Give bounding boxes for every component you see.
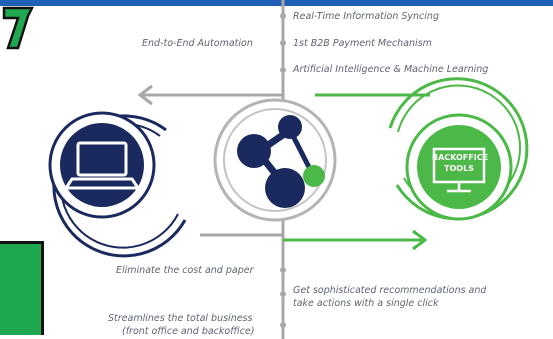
label-b2b-payment: 1st B2B Payment Mechanism bbox=[293, 38, 432, 49]
top-arrow-head bbox=[137, 84, 153, 106]
center-node bbox=[213, 98, 337, 222]
label-recommendations-line1: Get sophisticated recommendations and bbox=[293, 285, 487, 296]
right-node bbox=[388, 77, 529, 221]
backoffice-line: BACKOFFICE bbox=[432, 153, 489, 162]
backoffice-tools-label: BACKOFFICE TOOLS bbox=[432, 152, 489, 174]
left-node bbox=[48, 111, 187, 258]
label-ai-ml: Artificial Intelligence & Machine Learni… bbox=[293, 64, 489, 75]
corner-logo-mark bbox=[2, 6, 34, 50]
top-accent-bar bbox=[0, 0, 553, 6]
label-end-to-end: End-to-End Automation bbox=[142, 38, 253, 49]
bottom-arrow-head bbox=[412, 229, 428, 251]
laptop-icon bbox=[64, 141, 141, 190]
corner-green-block bbox=[0, 241, 44, 335]
tools-line: TOOLS bbox=[444, 164, 474, 173]
network-molecule-icon bbox=[237, 115, 325, 208]
label-front-back-office: (front office and backoffice) bbox=[122, 326, 255, 337]
monitor-icon bbox=[432, 147, 486, 193]
label-streamlines: Streamlines the total business bbox=[108, 313, 253, 324]
label-realtime-sync: Real-Time Information Syncing bbox=[293, 11, 439, 22]
label-recommendations-line2: take actions with a single click bbox=[293, 298, 439, 309]
label-eliminate-cost: Eliminate the cost and paper bbox=[116, 265, 254, 276]
